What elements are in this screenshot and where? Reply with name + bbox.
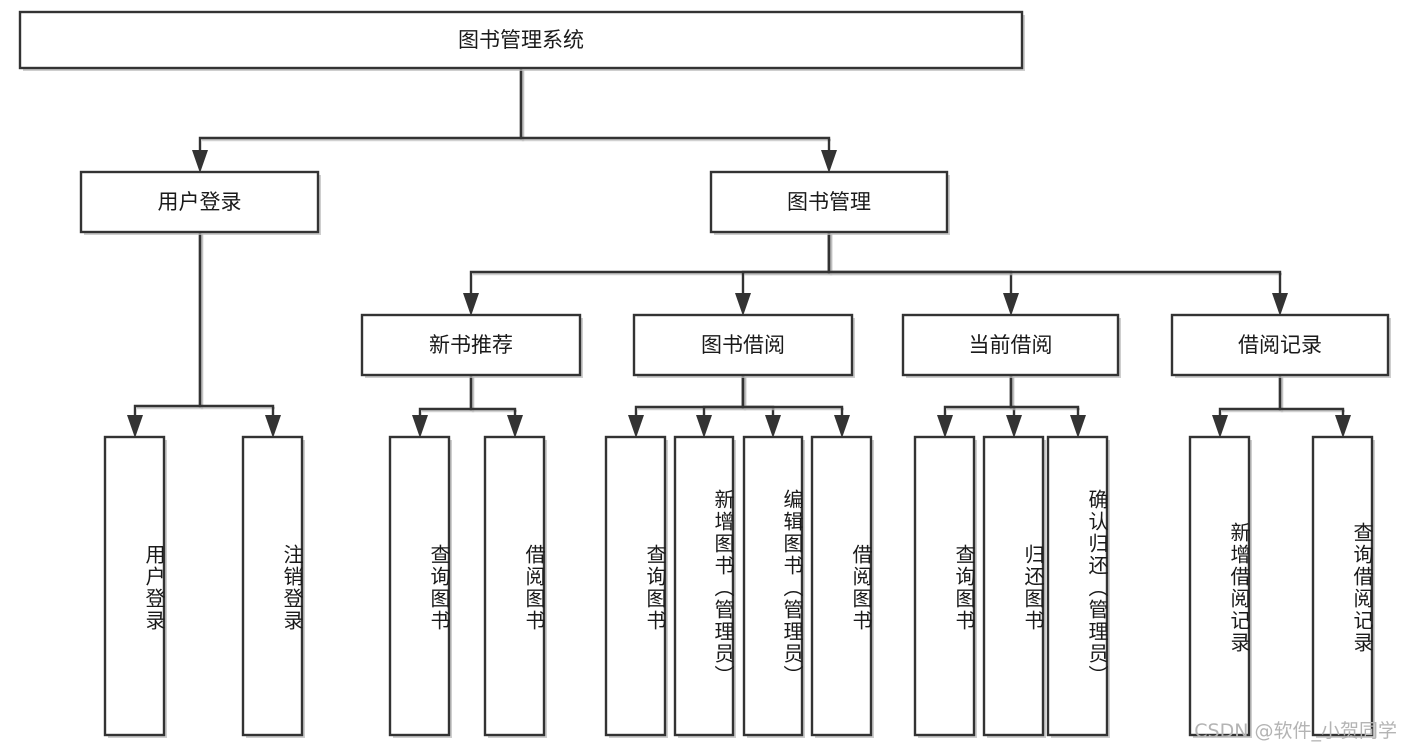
node-c-confirm[interactable] [1046, 435, 1110, 738]
node-label: 当前借阅 [969, 333, 1053, 357]
watermark-text: CSDN @软件_小贺同学 [1194, 720, 1397, 742]
node-box[interactable] [79, 170, 320, 234]
node-c-return[interactable] [982, 435, 1046, 738]
node-box[interactable] [901, 313, 1120, 377]
node-root[interactable]: 图书管理系统 [18, 10, 1025, 71]
edge-root-to-bookmgmt [519, 68, 837, 173]
node-r-query[interactable] [1311, 435, 1375, 738]
node-b-lend[interactable] [810, 435, 874, 738]
node-box[interactable] [632, 313, 854, 377]
node-box[interactable] [103, 435, 166, 737]
node-current[interactable]: 当前借阅 [901, 313, 1121, 378]
edge-borrow-to-b-lend [741, 375, 850, 438]
node-box[interactable] [1170, 313, 1390, 377]
node-label: 图书管理 [787, 190, 871, 214]
node-b-add[interactable] [673, 435, 736, 738]
edge-login-to-l-login [127, 232, 204, 438]
node-l-logout[interactable] [241, 435, 305, 738]
node-records[interactable]: 借阅记录 [1170, 313, 1391, 378]
node-borrow[interactable]: 图书借阅 [632, 313, 855, 378]
node-box[interactable] [982, 435, 1045, 737]
edge-newbook-to-n-borrow [469, 375, 523, 438]
node-box[interactable] [742, 435, 804, 737]
node-label: 用户登录 [158, 190, 242, 214]
edge-current-to-c-confirm [1009, 375, 1086, 438]
node-label: 图书借阅 [701, 333, 785, 357]
edge-records-to-r-query [1278, 375, 1351, 438]
edge-borrow-to-b-add [696, 375, 747, 438]
edge-bookmgmt-to-records [827, 232, 1288, 316]
edge-root-to-login [192, 68, 525, 173]
node-box[interactable] [483, 435, 546, 737]
node-b-query[interactable] [604, 435, 668, 738]
node-b-edit[interactable] [742, 435, 805, 738]
node-label: 图书管理系统 [458, 28, 584, 52]
node-n-borrow[interactable] [483, 435, 547, 738]
edge-layer [127, 68, 1351, 438]
edge-newbook-to-n-query [412, 375, 475, 438]
node-box[interactable] [1188, 435, 1251, 737]
node-box[interactable] [241, 435, 304, 737]
node-c-query[interactable] [913, 435, 977, 738]
node-box[interactable] [913, 435, 976, 737]
node-box[interactable] [18, 10, 1024, 70]
node-box[interactable] [709, 170, 949, 234]
edge-login-to-l-logout [198, 232, 281, 438]
node-login[interactable]: 用户登录 [79, 170, 321, 235]
node-box[interactable] [388, 435, 451, 737]
edge-bookmgmt-to-borrow [735, 232, 833, 316]
node-box[interactable] [810, 435, 873, 737]
node-box[interactable] [673, 435, 735, 737]
node-box[interactable] [604, 435, 667, 737]
node-bookmgmt[interactable]: 图书管理 [709, 170, 950, 235]
node-r-add[interactable] [1188, 435, 1252, 738]
node-label: 新书推荐 [429, 333, 513, 357]
node-newbook[interactable]: 新书推荐 [360, 313, 583, 378]
edge-current-to-c-query [937, 375, 1015, 438]
node-box[interactable] [1311, 435, 1374, 737]
node-label: 借阅记录 [1238, 333, 1322, 357]
node-box[interactable] [360, 313, 582, 377]
node-l-login[interactable] [103, 435, 167, 738]
edge-records-to-r-add [1212, 375, 1284, 438]
node-n-query[interactable] [388, 435, 452, 738]
node-box[interactable] [1046, 435, 1109, 737]
